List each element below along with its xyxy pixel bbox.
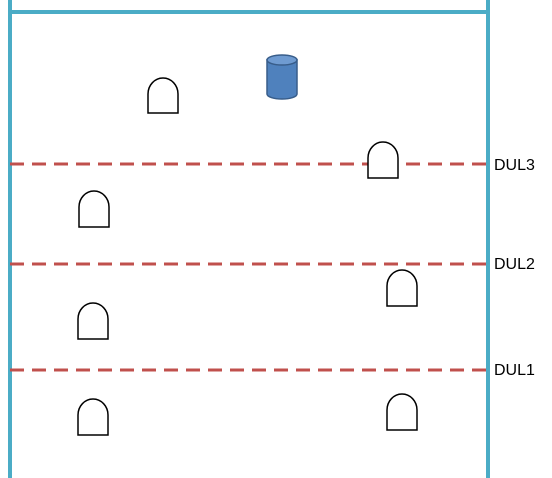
dul2-label: DUL2 [494, 256, 535, 273]
dul3-label: DUL3 [494, 157, 535, 174]
arch-tunnel-icon [367, 141, 399, 179]
arch-tunnel-icon [386, 393, 418, 431]
cylinder-tank-icon [266, 54, 298, 100]
arch-tunnel-icon [77, 398, 109, 436]
line-labels: DUL3 DUL2 DUL1 [494, 157, 535, 379]
dul1-label: DUL1 [494, 362, 535, 379]
arch-icons [77, 77, 418, 436]
arch-tunnel-icon [147, 77, 179, 114]
arch-tunnel-icon [77, 302, 109, 340]
arch-tunnel-icon [386, 269, 418, 307]
arch-tunnel-icon [78, 190, 110, 228]
container-walls [8, 0, 490, 478]
dashed-lines [10, 162, 490, 372]
